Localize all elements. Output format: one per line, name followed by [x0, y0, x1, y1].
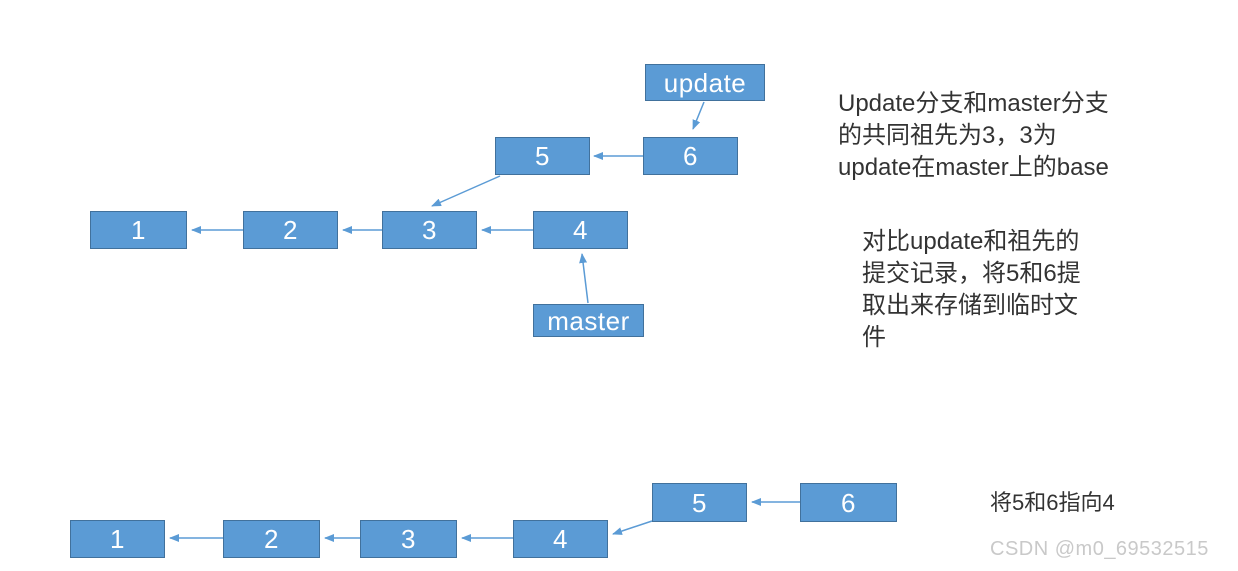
- arrow-after-rebase-5-to-4: [612, 520, 653, 535]
- before-rebase-branch-label-update: update: [645, 64, 765, 101]
- after-rebase-commit-3: 3: [360, 520, 457, 558]
- arrow-before-rebase-5-to-3: [431, 175, 501, 207]
- before-rebase-commit-2: 2: [243, 211, 338, 249]
- annotation-extract-commits: 对比update和祖先的 提交记录，将5和6提 取出来存储到临时文 件: [862, 228, 1081, 351]
- annotation-point-to-4: 将5和6指向4: [990, 490, 1115, 515]
- after-rebase-commit-4: 4: [513, 520, 608, 558]
- after-rebase-commit-6: 6: [800, 483, 897, 522]
- after-rebase-commit-1: 1: [70, 520, 165, 558]
- csdn-watermark: CSDN @m0_69532515: [990, 538, 1209, 560]
- before-rebase-commit-4: 4: [533, 211, 628, 249]
- after-rebase-commit-2: 2: [223, 520, 320, 558]
- before-rebase-commit-1: 1: [90, 211, 187, 249]
- arrow-before-rebase-master-to-4: [579, 253, 589, 304]
- annotation-common-ancestor: Update分支和master分支 的共同祖先为3，3为 update在mast…: [838, 90, 1109, 181]
- arrow-before-rebase-update-to-6: [692, 101, 705, 130]
- before-rebase-branch-label-master: master: [533, 304, 644, 337]
- before-rebase-commit-3: 3: [382, 211, 477, 249]
- before-rebase-commit-5: 5: [495, 137, 590, 175]
- before-rebase-commit-6: 6: [643, 137, 738, 175]
- after-rebase-commit-5: 5: [652, 483, 747, 522]
